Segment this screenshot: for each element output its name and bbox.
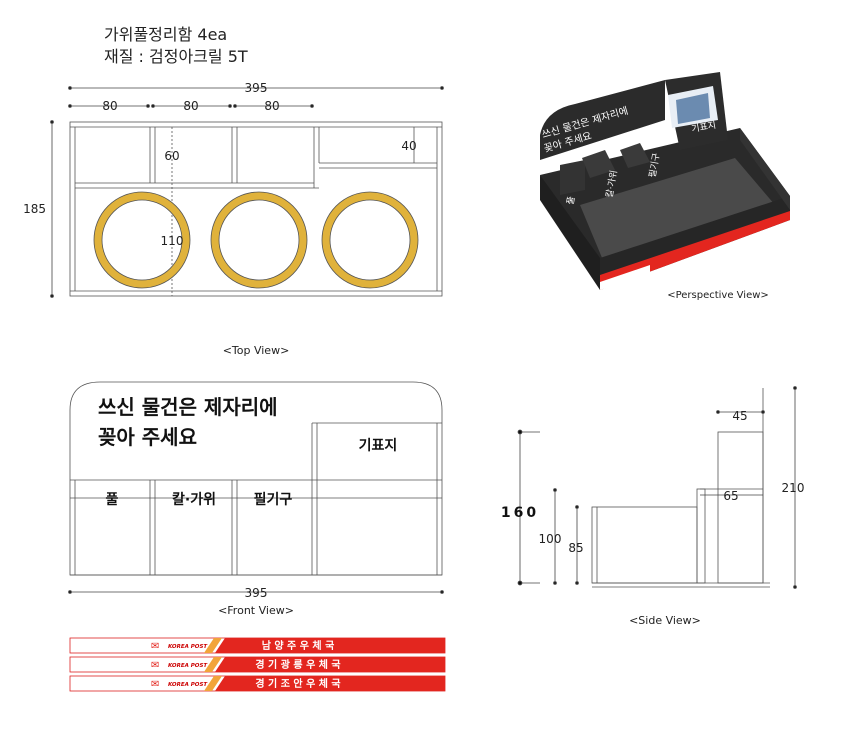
- persp-label-2: 칼·가위: [604, 169, 620, 198]
- perspective-view: [540, 72, 790, 290]
- banner-3-brand: KOREA POST: [168, 682, 208, 688]
- dim-top-width: 395: [245, 81, 268, 95]
- dim-side-45: 45: [732, 409, 747, 423]
- dim-right-shelf: 40: [401, 139, 416, 153]
- banner-2-logo-icon: ✉: [151, 660, 159, 671]
- front-view-caption: <Front View>: [218, 604, 294, 617]
- dim-slot-3: 80: [264, 99, 279, 113]
- dim-side-85: 85: [568, 541, 583, 555]
- banner-2-brand: KOREA POST: [168, 663, 208, 669]
- banner-1-logo-icon: ✉: [151, 641, 159, 652]
- banner-1-brand: KOREA POST: [168, 644, 208, 650]
- front-label-2: 칼·가위: [172, 492, 216, 508]
- top-view-rings: [93, 191, 419, 289]
- front-label-4: 기표지: [359, 438, 398, 454]
- banner-1: ✉ KOREA POST 남 양 주 우 체 국: [69, 637, 446, 654]
- banner-1-text: 남 양 주 우 체 국: [262, 639, 335, 652]
- top-view: [50, 86, 444, 298]
- front-view: [68, 381, 444, 594]
- front-headline-line2: 꽂아 주세요: [98, 425, 197, 449]
- dim-side-65: 65: [723, 489, 738, 503]
- dim-circle: 110: [161, 234, 184, 248]
- top-view-caption: <Top View>: [223, 344, 290, 357]
- spec-material: 재질 : 검정아크릴 5T: [104, 47, 248, 66]
- dim-front-width: 395: [245, 586, 268, 600]
- dim-side-160: 160: [501, 505, 539, 521]
- front-label-3: 필기구: [254, 491, 293, 508]
- side-view-caption: <Side View>: [629, 614, 701, 627]
- banner-2: ✉ KOREA POST 경 기 광 릉 우 체 국: [69, 656, 446, 673]
- banner-3: ✉ KOREA POST 경 기 조 안 우 체 국: [69, 675, 446, 692]
- persp-label-1: 풀: [565, 195, 577, 205]
- banner-3-text: 경 기 조 안 우 체 국: [255, 677, 340, 690]
- dim-top-height: 185: [23, 202, 46, 216]
- dim-slot-2: 80: [183, 99, 198, 113]
- side-view: [517, 386, 797, 589]
- spec-title: 가위풀정리함 4ea: [104, 25, 228, 44]
- banner-3-logo-icon: ✉: [151, 679, 159, 690]
- persp-label-4: 기표지: [691, 120, 717, 135]
- front-label-1: 풀: [106, 492, 119, 508]
- dim-side-100: 100: [539, 532, 562, 546]
- perspective-caption: <Perspective View>: [667, 290, 769, 301]
- dim-side-210: 210: [782, 481, 805, 495]
- dim-slot-1: 80: [102, 99, 117, 113]
- dim-slot-depth: 60: [164, 149, 179, 163]
- front-headline-line1: 쓰신 물건은 제자리에: [98, 395, 278, 419]
- top-outline: [69, 121, 443, 297]
- front-outline: [69, 381, 443, 576]
- banner-2-text: 경 기 광 릉 우 체 국: [255, 658, 340, 671]
